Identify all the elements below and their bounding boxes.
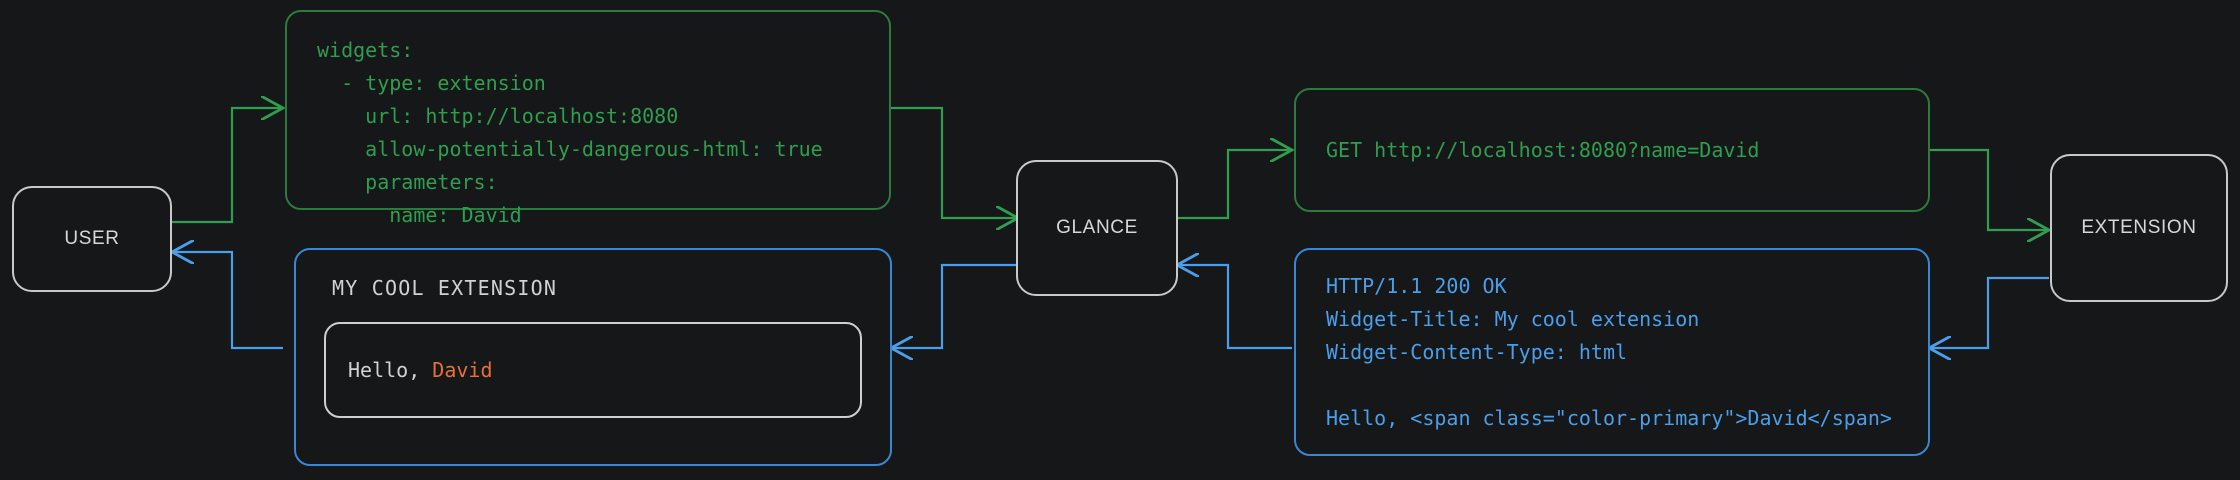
edge-widget-to-user (172, 252, 283, 350)
panel-widget-preview[interactable]: MY COOL EXTENSION Hello, David (294, 248, 892, 466)
config-yaml-text: widgets: - type: extension url: http://l… (317, 38, 823, 227)
edge-request-to-extension (1929, 148, 2049, 230)
node-user[interactable]: USER (12, 186, 172, 292)
edge-user-to-config (172, 108, 283, 224)
node-extension[interactable]: EXTENSION (2050, 154, 2228, 302)
widget-greeting-prefix: Hello, (348, 358, 433, 382)
widget-body: Hello, David (324, 322, 862, 418)
edge-config-to-glance (891, 106, 1018, 218)
edge-glance-to-widget (891, 263, 1018, 348)
response-text: HTTP/1.1 200 OK Widget-Title: My cool ex… (1326, 273, 1892, 430)
widget-greeting-name: David (432, 358, 493, 382)
panel-request[interactable]: GET http://localhost:8080?name=David (1294, 88, 1930, 212)
node-glance-label: GLANCE (1056, 217, 1138, 238)
widget-title: MY COOL EXTENSION (332, 276, 558, 300)
request-text: GET http://localhost:8080?name=David (1326, 137, 1760, 162)
edge-extension-to-response (1929, 276, 2049, 348)
node-user-label: USER (64, 228, 120, 249)
node-glance[interactable]: GLANCE (1016, 160, 1178, 296)
edge-glance-to-request (1177, 150, 1292, 220)
edge-response-to-glance (1177, 265, 1292, 350)
widget-greeting: Hello, David (348, 358, 493, 382)
node-extension-label: EXTENSION (2081, 217, 2197, 238)
panel-response[interactable]: HTTP/1.1 200 OK Widget-Title: My cool ex… (1294, 248, 1930, 456)
panel-config[interactable]: widgets: - type: extension url: http://l… (285, 10, 891, 227)
